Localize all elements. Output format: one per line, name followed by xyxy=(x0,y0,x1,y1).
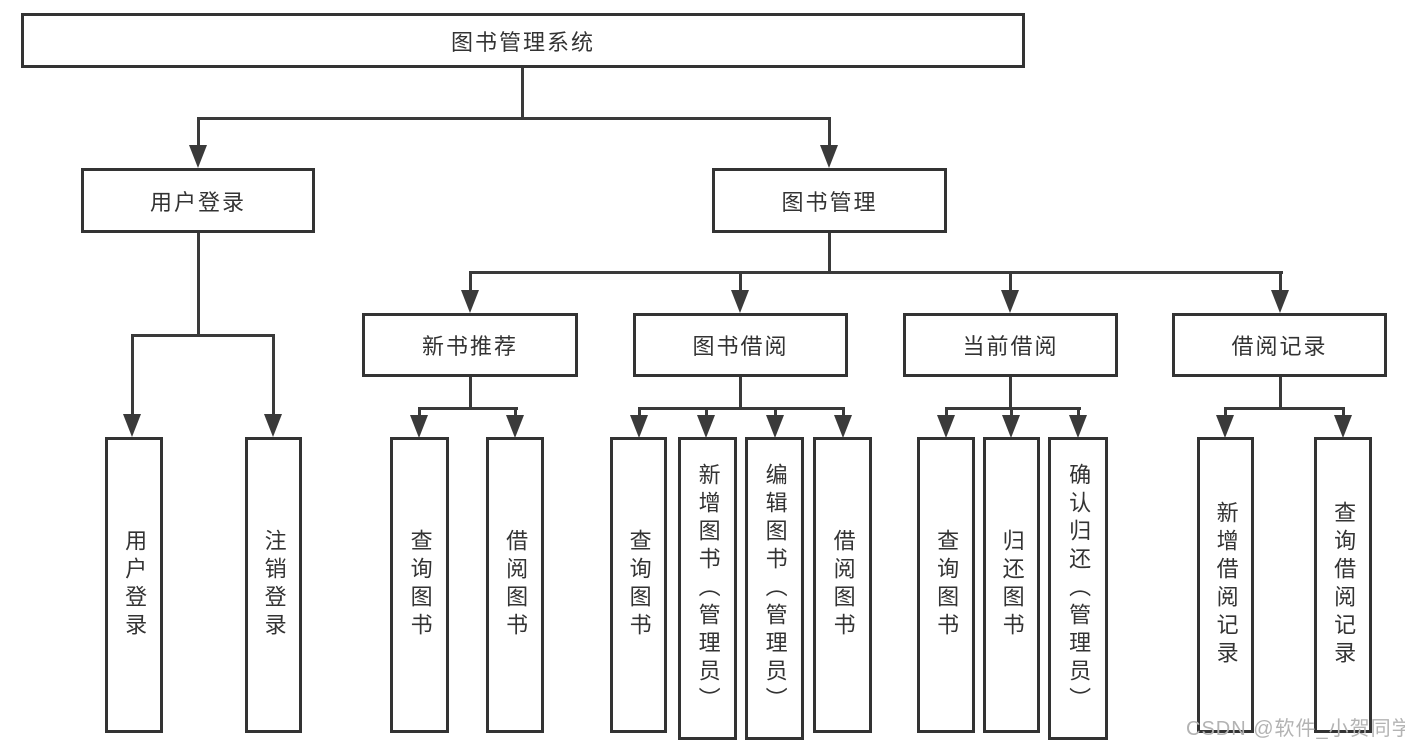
leaf-recommend-borrow-book: 借阅图书 xyxy=(486,437,544,733)
leaf-current-query-book: 查询图书 xyxy=(917,437,975,733)
arrow-into-leaf xyxy=(834,415,852,438)
connector-leaf-drop xyxy=(1342,409,1345,417)
connector-current-stub xyxy=(1009,377,1012,408)
arrow-into-leaf xyxy=(630,415,648,438)
leaf-query-borrow-record: 查询借阅记录 xyxy=(1314,437,1372,733)
node-user-login-label: 用户登录 xyxy=(149,189,246,215)
connector-leaf-drop xyxy=(1077,409,1080,417)
connector-borrow-rail xyxy=(638,407,845,410)
arrow-into-records xyxy=(1271,290,1289,313)
connector-borrow-stub xyxy=(739,377,742,408)
connector-level3-drop-records xyxy=(1279,273,1282,291)
leaf-recommend-borrow-book-label: 借阅图书 xyxy=(503,529,529,641)
connector-records-stub xyxy=(1279,377,1282,408)
connector-leaf-drop xyxy=(514,409,517,417)
connector-leaf-drop xyxy=(945,409,948,417)
node-new-book-recommend-label: 新书推荐 xyxy=(421,334,518,359)
leaf-return-book: 归还图书 xyxy=(983,437,1040,733)
leaf-confirm-return-admin-label: 确认归还（管理员） xyxy=(1066,462,1092,715)
leaf-recommend-query-book: 查询图书 xyxy=(390,437,449,733)
leaf-borrow-book-label: 借阅图书 xyxy=(830,529,856,641)
node-book-mgmt-label: 图书管理 xyxy=(781,189,878,215)
connector-login-drop-1 xyxy=(131,336,134,418)
connector-records-rail xyxy=(1224,407,1345,410)
node-borrow-records-label: 借阅记录 xyxy=(1231,334,1328,359)
connector-current-rail xyxy=(945,407,1081,410)
node-root: 图书管理系统 xyxy=(21,13,1025,68)
leaf-current-query-book-label: 查询图书 xyxy=(934,529,960,641)
connector-recommend-rail xyxy=(418,407,518,410)
leaf-logout-label: 注销登录 xyxy=(261,529,287,641)
csdn-watermark: CSDN @软件_小贺同学 xyxy=(1186,718,1405,740)
arrow-into-leaf xyxy=(1002,415,1020,438)
arrow-into-login-leaf-2 xyxy=(264,414,282,437)
leaf-borrow-book: 借阅图书 xyxy=(813,437,872,733)
connector-level3-drop-borrow xyxy=(739,273,742,291)
node-book-borrow: 图书借阅 xyxy=(633,313,848,377)
connector-leaf-drop xyxy=(1010,409,1013,417)
node-borrow-records: 借阅记录 xyxy=(1172,313,1387,377)
leaf-edit-book-admin: 编辑图书（管理员） xyxy=(745,437,804,740)
leaf-return-book-label: 归还图书 xyxy=(999,529,1025,641)
arrow-into-leaf xyxy=(697,415,715,438)
connector-leaf-drop xyxy=(1224,409,1227,417)
connector-level3-rail xyxy=(469,271,1283,274)
leaf-borrow-query-book-label: 查询图书 xyxy=(626,529,652,641)
connector-leaf-drop xyxy=(774,409,777,417)
connector-mgmt-trunk xyxy=(828,233,831,273)
arrow-into-leaf xyxy=(766,415,784,438)
node-book-borrow-label: 图书借阅 xyxy=(692,334,789,359)
leaf-add-borrow-record-label: 新增借阅记录 xyxy=(1213,501,1239,669)
connector-leaf-drop xyxy=(705,409,708,417)
node-current-borrow: 当前借阅 xyxy=(903,313,1118,377)
connector-level3-drop-current xyxy=(1009,273,1012,291)
arrow-into-book-mgmt xyxy=(820,145,838,168)
leaf-recommend-query-book-label: 查询图书 xyxy=(407,529,433,641)
connector-login-drop-2 xyxy=(272,336,275,418)
arrow-into-recommend xyxy=(461,290,479,313)
connector-login-trunk xyxy=(197,233,200,335)
node-root-label: 图书管理系统 xyxy=(450,29,595,55)
arrow-into-borrow xyxy=(731,290,749,313)
arrow-into-leaf xyxy=(937,415,955,438)
node-user-login: 用户登录 xyxy=(81,168,315,233)
connector-leaf-drop xyxy=(842,409,845,417)
leaf-user-login: 用户登录 xyxy=(105,437,163,733)
leaf-edit-book-admin-label: 编辑图书（管理员） xyxy=(762,462,788,715)
connector-leaf-drop xyxy=(418,409,421,417)
connector-level2-rail xyxy=(197,117,831,120)
node-book-mgmt: 图书管理 xyxy=(712,168,947,233)
arrow-into-leaf xyxy=(410,415,428,438)
connector-root-trunk xyxy=(521,68,524,118)
connector-level2-drop-login xyxy=(197,118,200,150)
arrow-into-leaf xyxy=(1216,415,1234,438)
connector-leaf-drop xyxy=(638,409,641,417)
arrow-into-leaf xyxy=(1069,415,1087,438)
arrow-into-current xyxy=(1001,290,1019,313)
leaf-add-book-admin-label: 新增图书（管理员） xyxy=(695,462,721,715)
leaf-add-book-admin: 新增图书（管理员） xyxy=(678,437,737,740)
leaf-add-borrow-record: 新增借阅记录 xyxy=(1197,437,1254,733)
connector-level2-drop-mgmt xyxy=(828,118,831,150)
connector-login-rail xyxy=(131,334,275,337)
arrow-into-login-leaf-1 xyxy=(123,414,141,437)
node-new-book-recommend: 新书推荐 xyxy=(362,313,578,377)
arrow-into-leaf xyxy=(506,415,524,438)
leaf-confirm-return-admin: 确认归还（管理员） xyxy=(1048,437,1108,740)
arrow-into-user-login xyxy=(189,145,207,168)
leaf-logout: 注销登录 xyxy=(245,437,302,733)
connector-recommend-stub xyxy=(469,377,472,408)
leaf-query-borrow-record-label: 查询借阅记录 xyxy=(1331,501,1357,669)
node-current-borrow-label: 当前借阅 xyxy=(962,334,1059,359)
leaf-borrow-query-book: 查询图书 xyxy=(610,437,667,733)
leaf-user-login-label: 用户登录 xyxy=(122,529,148,641)
arrow-into-leaf xyxy=(1334,415,1352,438)
connector-level3-drop-recommend xyxy=(469,273,472,291)
